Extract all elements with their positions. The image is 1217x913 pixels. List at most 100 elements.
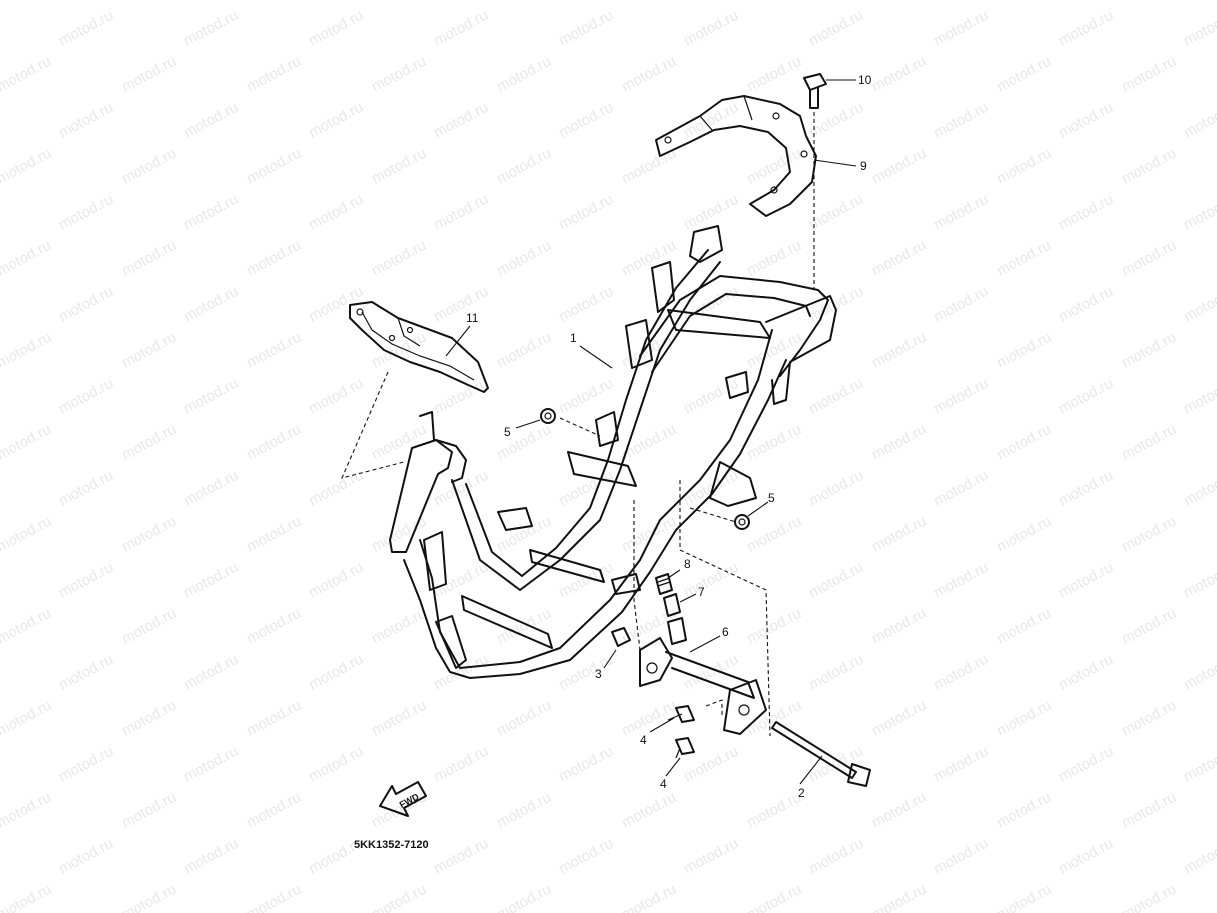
watermark-text: motod.ru (431, 191, 491, 234)
watermark-text: motod.ru (1056, 651, 1116, 694)
watermark-text: motod.ru (119, 789, 179, 832)
watermark-text: motod.ru (431, 743, 491, 786)
watermark-text: motod.ru (556, 191, 616, 234)
watermark-text: motod.ru (494, 513, 554, 556)
watermark-text: motod.ru (181, 651, 241, 694)
watermark-text: motod.ru (994, 881, 1054, 913)
part-10-bolt (803, 73, 827, 109)
watermark-text: motod.ru (931, 7, 991, 50)
watermark-text: motod.ru (119, 0, 179, 4)
watermark-text: motod.ru (306, 743, 366, 786)
diagram-code: 5KK1352-7120 (354, 839, 429, 851)
watermark-text: motod.ru (0, 697, 54, 740)
watermark-text: motod.ru (306, 559, 366, 602)
watermark-text: motod.ru (744, 789, 804, 832)
watermark-text: motod.ru (994, 0, 1054, 4)
watermark-text: motod.ru (869, 881, 929, 913)
watermark-text: motod.ru (244, 53, 304, 96)
watermark-text: motod.ru (1056, 467, 1116, 510)
watermark-text: motod.ru (431, 283, 491, 326)
watermark-text: motod.ru (1119, 237, 1179, 280)
watermark-text: motod.ru (869, 0, 929, 4)
watermark-text: motod.ru (181, 467, 241, 510)
watermark-text: motod.ru (931, 283, 991, 326)
callout-2: 2 (798, 786, 805, 800)
watermark-text: motod.ru (0, 145, 54, 188)
part-8-spring (655, 573, 673, 595)
watermark-text: motod.ru (1181, 651, 1217, 694)
watermark-text: motod.ru (931, 375, 991, 418)
watermark-text: motod.ru (494, 237, 554, 280)
watermark-text: motod.ru (931, 743, 991, 786)
watermark-text: motod.ru (494, 145, 554, 188)
watermark-text: motod.ru (494, 881, 554, 913)
watermark-text: motod.ru (1056, 743, 1116, 786)
callout-4-lower: 4 (660, 777, 667, 791)
watermark-text: motod.ru (931, 559, 991, 602)
watermark-text: motod.ru (619, 697, 679, 740)
watermark-text: motod.ru (181, 559, 241, 602)
watermark-text: motod.ru (119, 697, 179, 740)
watermark-text: motod.ru (56, 743, 116, 786)
callout-8: 8 (684, 557, 691, 571)
watermark-text: motod.ru (369, 0, 429, 4)
watermark-text: motod.ru (1119, 697, 1179, 740)
watermark-text: motod.ru (806, 7, 866, 50)
watermark-text: motod.ru (556, 651, 616, 694)
watermark-text: motod.ru (244, 237, 304, 280)
watermark-text: motod.ru (0, 53, 54, 96)
watermark-text: motod.ru (1181, 743, 1217, 786)
watermark-text: motod.ru (931, 191, 991, 234)
watermark-text: motod.ru (619, 881, 679, 913)
watermark-text: motod.ru (869, 237, 929, 280)
watermark-text: motod.ru (681, 375, 741, 418)
watermark-text: motod.ru (56, 559, 116, 602)
watermark-text: motod.ru (1181, 835, 1217, 878)
watermark-text: motod.ru (994, 329, 1054, 372)
watermark-text: motod.ru (431, 99, 491, 142)
part-5-collar-lower (734, 514, 750, 530)
watermark-text: motod.ru (56, 191, 116, 234)
watermark-text: motod.ru (1119, 881, 1179, 913)
watermark-text: motod.ru (556, 7, 616, 50)
watermark-text: motod.ru (806, 375, 866, 418)
part-7-collar (663, 593, 681, 617)
watermark-text: motod.ru (931, 835, 991, 878)
watermark-text: motod.ru (869, 605, 929, 648)
watermark-text: motod.ru (994, 789, 1054, 832)
watermark-text: motod.ru (869, 145, 929, 188)
watermark-text: motod.ru (806, 191, 866, 234)
watermark-text: motod.ru (494, 789, 554, 832)
watermark-text: motod.ru (1181, 283, 1217, 326)
watermark-text: motod.ru (1056, 191, 1116, 234)
watermark-text: motod.ru (556, 375, 616, 418)
watermark-text: motod.ru (619, 53, 679, 96)
callout-7: 7 (698, 585, 705, 599)
watermark-text: motod.ru (56, 375, 116, 418)
watermark-text: motod.ru (931, 651, 991, 694)
watermark-text: motod.ru (244, 145, 304, 188)
watermark-text: motod.ru (244, 513, 304, 556)
watermark-text: motod.ru (681, 651, 741, 694)
watermark-text: motod.ru (556, 743, 616, 786)
watermark-text: motod.ru (1119, 329, 1179, 372)
watermark-text: motod.ru (0, 513, 54, 556)
watermark-text: motod.ru (1119, 605, 1179, 648)
watermark-text: motod.ru (1119, 789, 1179, 832)
part-9-rear-bracket (655, 95, 817, 217)
watermark-text: motod.ru (0, 0, 54, 4)
watermark-text: motod.ru (0, 789, 54, 832)
watermark-text: motod.ru (0, 605, 54, 648)
watermark-text: motod.ru (431, 835, 491, 878)
watermark-text: motod.ru (0, 237, 54, 280)
watermark-text: motod.ru (1181, 559, 1217, 602)
watermark-text: motod.ru (869, 697, 929, 740)
watermark-text: motod.ru (181, 99, 241, 142)
watermark-text: motod.ru (306, 651, 366, 694)
watermark-text: motod.ru (619, 789, 679, 832)
watermark-text: motod.ru (181, 283, 241, 326)
watermark-text: motod.ru (994, 697, 1054, 740)
watermark-text: motod.ru (119, 237, 179, 280)
watermark-text: motod.ru (244, 421, 304, 464)
watermark-text: motod.ru (744, 145, 804, 188)
